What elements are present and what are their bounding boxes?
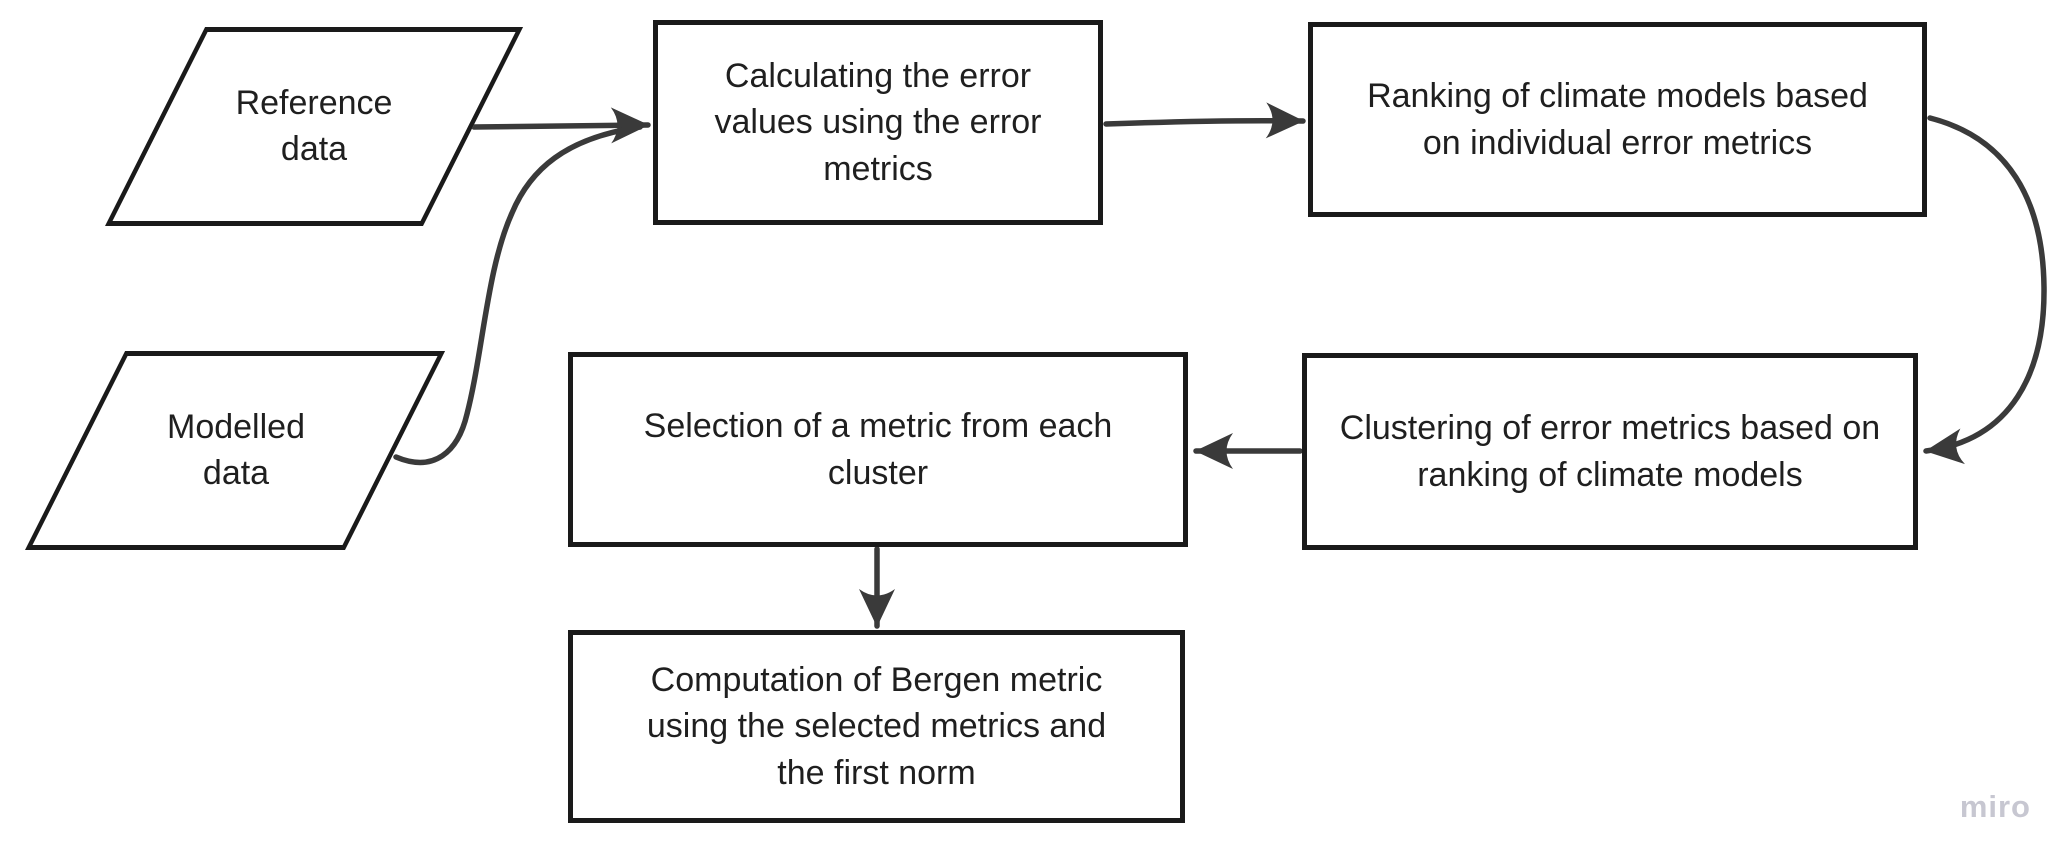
node-clustering-error-metrics[interactable]: Clustering of error metrics based on ran…: [1302, 353, 1918, 550]
node-label: Reference data: [235, 83, 393, 168]
node-modelled-data[interactable]: Modelled data: [25, 351, 447, 550]
edge-calculating-to-ranking[interactable]: [1103, 102, 1306, 139]
edge-ranking-to-clustering[interactable]: [1923, 115, 2047, 465]
node-reference-data[interactable]: Reference data: [105, 27, 524, 226]
edge-modelled-to-calculating[interactable]: [393, 124, 643, 465]
edge-reference-to-calculating[interactable]: [471, 107, 651, 144]
node-selection-of-metric[interactable]: Selection of a metric from each cluster: [568, 352, 1188, 547]
node-label: Modelled data: [167, 407, 305, 492]
miro-watermark: miro: [1959, 789, 2031, 824]
node-ranking-climate-models[interactable]: Ranking of climate models based on indiv…: [1308, 22, 1927, 217]
node-calculating-error-values[interactable]: Calculating the error values using the e…: [653, 20, 1103, 225]
node-computation-bergen-metric[interactable]: Computation of Bergen metric using the s…: [568, 630, 1185, 823]
